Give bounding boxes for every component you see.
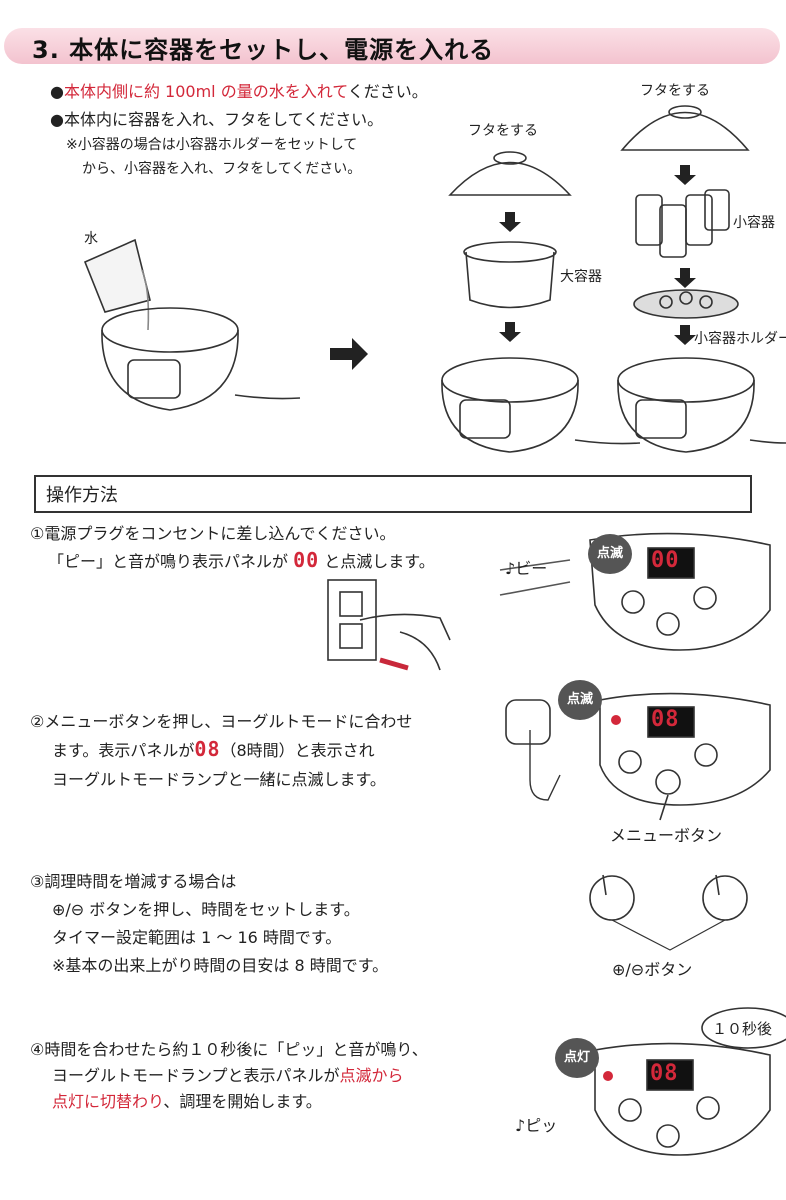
control-panel-1 xyxy=(499,532,771,651)
yogurt-maker-icon xyxy=(617,357,786,453)
step-text: 、調理を開始します。 xyxy=(163,1092,322,1111)
water-label: 水 xyxy=(84,231,98,247)
step-3-line-1: ③調理時間を増減する場合は xyxy=(30,872,237,891)
note-line-2: から、小容器を入れ、フタをしてください。 xyxy=(82,161,362,177)
step-2-line-2: ます。表示パネルが08（8時間）と表示され xyxy=(52,737,375,761)
step-4-line-2: ヨーグルトモードランプと表示パネルが点滅から xyxy=(52,1062,404,1086)
container-holder-icon xyxy=(633,289,739,319)
step-1-line-2: 「ピー」と音が鳴り表示パネルが 00 と点滅します。 xyxy=(48,548,435,572)
beep-label: ♪ビー xyxy=(505,559,548,578)
operation-illustrations xyxy=(327,532,786,1156)
lid-icon xyxy=(448,151,572,196)
lid-icon xyxy=(620,105,750,151)
step-text: ます。表示パネルが xyxy=(52,741,195,760)
small-containers-icon xyxy=(635,189,730,258)
lit-badge: 点灯 xyxy=(555,1038,599,1078)
step-3-line-4: ※基本の出来上がり時間の目安は 8 時間です。 xyxy=(52,956,389,975)
panel-display: 08 xyxy=(650,1061,679,1086)
control-panel-2 xyxy=(505,692,771,821)
blink-badge: 点滅 xyxy=(588,534,632,574)
step-text: 「ピー」と音が鳴り表示パネルが xyxy=(48,552,289,571)
step-highlight: 点灯に切替わり xyxy=(52,1092,164,1111)
panel-display: 08 xyxy=(651,707,680,732)
water-cup-icon xyxy=(83,238,151,331)
instruction-text: 本体内に容器を入れ、フタをしてください。 xyxy=(63,110,384,129)
step-4-line-1: ④時間を合わせたら約１０秒後に「ピッ」と音が鳴り、 xyxy=(30,1040,428,1059)
page-title: 3. 本体に容器をセットし、電源を入れる xyxy=(32,36,495,64)
display-readout: 00 xyxy=(293,548,320,572)
control-panel-3 xyxy=(594,1007,786,1156)
large-container-label: 大容器 xyxy=(560,269,602,285)
yogurt-maker-icon xyxy=(441,357,641,453)
step-2-line-1: ②メニューボタンを押し、ヨーグルトモードに合わせ xyxy=(30,712,413,731)
arrow-down-icon xyxy=(499,322,521,342)
after-10-seconds-label: １０秒後 xyxy=(712,1020,773,1038)
pip-label: ♪ピッ xyxy=(515,1116,558,1135)
display-readout: 08 xyxy=(194,737,221,761)
section-banner xyxy=(4,28,780,64)
note-line-1: ※小容器の場合は小容器ホルダーをセットして xyxy=(66,137,358,153)
large-container-icon xyxy=(463,241,557,309)
step-4-line-3: 点灯に切替わり、調理を開始します。 xyxy=(52,1088,322,1112)
step-3-line-2: ⊕/⊖ ボタンを押し、時間をセットします。 xyxy=(52,900,360,919)
arrow-down-icon xyxy=(674,165,696,185)
small-container-label: 小容器 xyxy=(733,215,775,231)
lid-label-left: フタをする xyxy=(468,123,538,139)
small-holder-label: 小容器ホルダー xyxy=(694,331,786,347)
arrow-right-icon xyxy=(330,338,368,370)
step-highlight: 点滅から xyxy=(339,1066,404,1085)
step-1-line-1: ①電源プラグをコンセントに差し込んでください。 xyxy=(30,524,396,543)
instruction-text: ください。 xyxy=(347,82,428,101)
arrow-down-icon xyxy=(674,325,696,345)
step-text: （8時間）と表示され xyxy=(220,741,375,760)
arrow-down-icon xyxy=(674,268,696,288)
plus-minus-button-label: ⊕/⊖ボタン xyxy=(612,960,693,979)
step-text: と点滅します。 xyxy=(324,552,435,571)
step-2-line-3: ヨーグルトモードランプと一緒に点滅します。 xyxy=(52,770,386,789)
lid-label-right: フタをする xyxy=(640,83,710,99)
setup-illustration xyxy=(83,105,786,453)
section-box xyxy=(34,475,752,513)
step-3-line-3: タイマー設定範囲は 1 ～ 16 時間です。 xyxy=(52,928,342,947)
instruction-bullet-1: ●本体内側に約 100ml の量の水を入れてください。 xyxy=(50,82,428,101)
instruction-bullet-2: ●本体内に容器を入れ、フタをしてください。 xyxy=(50,110,384,129)
step-text: ヨーグルトモードランプと表示パネルが xyxy=(52,1066,340,1085)
yogurt-maker-icon xyxy=(101,307,301,411)
outlet-plug-icon xyxy=(327,579,451,671)
menu-button-label: メニューボタン xyxy=(610,826,723,845)
section-title: 操作方法 xyxy=(46,485,118,506)
plus-minus-buttons-icon xyxy=(589,874,748,951)
arrow-down-icon xyxy=(499,212,521,232)
blink-badge: 点滅 xyxy=(558,680,602,720)
panel-display: 00 xyxy=(651,548,680,573)
instruction-highlight: 本体内側に約 100ml の量の水を入れて xyxy=(63,82,348,101)
